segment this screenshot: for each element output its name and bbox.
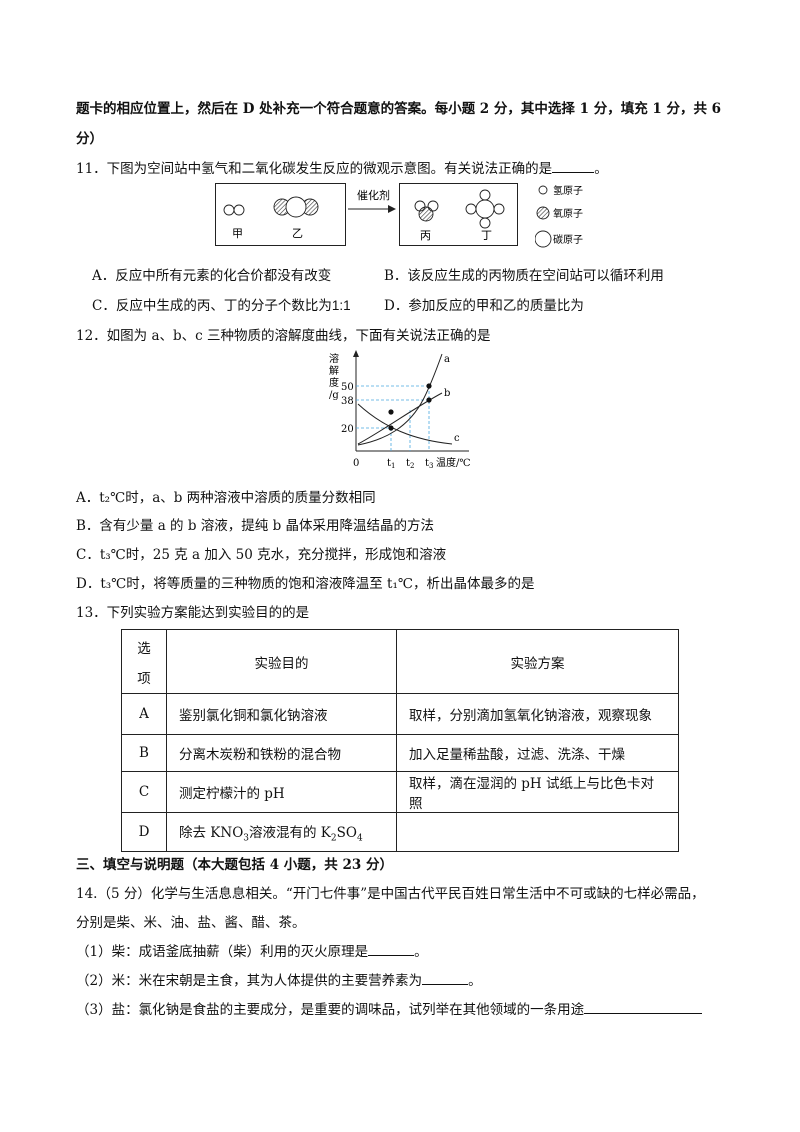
- curve-c-label: c: [454, 433, 460, 444]
- y-axis-arrow-icon: [353, 350, 359, 357]
- q11-legend: 氢原子 氧原子 碳原子: [535, 182, 625, 252]
- header-plan: 实验方案: [396, 629, 679, 694]
- table-header-row: 选 项 实验目的 实验方案: [121, 629, 679, 694]
- row-d-plan-answer-cell[interactable]: [396, 812, 679, 852]
- curve-b-label: b: [444, 388, 450, 399]
- legend-hydrogen-label: 氢原子: [553, 184, 583, 197]
- q14-sub-3: （3）盐：氯化钠是食盐的主要成分，是重要的调味品，试列举在其他领域的一条用途: [76, 998, 703, 1018]
- row-b-purpose: 分离木炭粉和铁粉的混合物: [166, 734, 397, 772]
- row-c-option: C: [121, 771, 167, 813]
- water-molecule: [414, 200, 439, 222]
- q12-option-c[interactable]: C．t₃℃时，25 克 a 加入 50 克水，充分搅拌，形成饱和溶液: [76, 547, 447, 563]
- curve-b: [357, 392, 443, 445]
- intro-line-1: 题卡的相应位置上，然后在 D 处补充一个符合题意的答案。每小题 2 分，其中选择…: [76, 101, 722, 117]
- q12-option-a[interactable]: A．t₂℃时，a、b 两种溶液中溶质的质量分数相同: [76, 490, 376, 506]
- y-tick-50: 50: [341, 382, 354, 393]
- q11-reaction-diagram: 甲 乙 催化剂 丙 丁: [215, 183, 518, 246]
- intersection-point-t1: [388, 425, 394, 431]
- intersection-point-ab: [388, 409, 394, 415]
- y-axis-label-2: 解: [329, 364, 339, 377]
- q11-option-c[interactable]: C．反应中生成的丙、丁的分子个数比为1:1: [92, 294, 351, 314]
- q12-option-b[interactable]: B．含有少量 a 的 b 溶液，提纯 b 晶体采用降温结晶的方法: [76, 518, 434, 534]
- q11-option-b[interactable]: B．该反应生成的丙物质在空间站可以循环利用: [384, 268, 664, 284]
- q11-option-c-text: C．反应中生成的丙、丁的分子个数比为: [92, 298, 332, 314]
- curve-c: [357, 403, 453, 445]
- row-a-option: A: [121, 693, 167, 735]
- table-row: C 测定柠檬汁的 pH 取样，滴在湿润的 pH 试纸上与比色卡对照: [121, 771, 679, 813]
- reactant-a-label: 甲: [232, 227, 243, 240]
- catalyst-label: 催化剂: [357, 188, 390, 202]
- q14-stem-1: 14.（5 分）化学与生活息息相关。“开门七件事”是中国古代平民百姓日常生活中不…: [76, 886, 705, 902]
- arrow-head-icon: [388, 205, 396, 213]
- row-a-purpose: 鉴别氯化铜和氯化钠溶液: [166, 693, 397, 735]
- table-row: A 鉴别氯化铜和氯化钠溶液 取样，分别滴加氢氧化钠溶液，观察现象: [121, 693, 679, 735]
- header-purpose: 实验目的: [166, 629, 397, 694]
- product-c-label: 丙: [420, 229, 431, 242]
- hydrogen-atom-icon: [538, 185, 548, 195]
- legend-carbon-label: 碳原子: [553, 233, 583, 246]
- table-row: D 除去 KNO3溶液混有的 K2SO4: [121, 812, 679, 852]
- table-row: B 分离木炭粉和铁粉的混合物 加入足量稀盐酸，过滤、洗涤、干燥: [121, 734, 679, 772]
- experiment-table: 选 项 实验目的 实验方案 A 鉴别氯化铜和氯化钠溶液 取样，分别滴加氢氧化钠溶…: [121, 629, 679, 852]
- section-3-title: 三、填空与说明题（本大题包括 4 小题，共 23 分）: [76, 857, 393, 873]
- y-axis-label-3: 度: [329, 376, 339, 389]
- q11-stem-end: 。: [594, 161, 608, 177]
- row-d-purpose: 除去 KNO3溶液混有的 K2SO4: [166, 812, 397, 852]
- y-axis-label-1: 溶: [329, 352, 339, 365]
- carbon-atom-icon: [535, 230, 552, 248]
- x-tick-t3: t3: [425, 458, 434, 470]
- curve-a-label: a: [444, 354, 450, 365]
- oxygen-atom-icon: [536, 206, 550, 220]
- q14-stem-2: 分别是柴、米、油、盐、酱、醋、茶。: [76, 915, 306, 931]
- row-a-plan: 取样，分别滴加氢氧化钠溶液，观察现象: [396, 693, 679, 735]
- q14-sub-1: （1）柴：成语釜底抽薪（柴）利用的灭火原理是。: [76, 940, 428, 960]
- y-axis-label-4: /g: [329, 390, 339, 401]
- q14-sub-2: （2）米：米在宋朝是主食，其为人体提供的主要营养素为。: [76, 969, 482, 989]
- point-b-t3: [426, 397, 432, 403]
- reactant-b-label: 乙: [292, 227, 303, 240]
- q11-answer-blank[interactable]: [552, 158, 595, 173]
- solubility-graph: 溶 解 度 /g 50 38 20 0 t1 t2 t3 温度/℃ a b c: [329, 350, 471, 470]
- q14-2-answer-blank[interactable]: [422, 970, 469, 985]
- hydrogen-molecule: [223, 204, 245, 216]
- q12-option-d[interactable]: D．t₃℃时，将等质量的三种物质的饱和溶液降温至 t₁℃，析出晶体最多的是: [76, 576, 535, 592]
- row-c-purpose: 测定柠檬汁的 pH: [166, 771, 397, 813]
- x-axis-label: 温度/℃: [436, 456, 471, 469]
- legend-oxygen-label: 氧原子: [553, 207, 583, 220]
- curve-a: [357, 353, 443, 446]
- q11-option-a[interactable]: A．反应中所有元素的化合价都没有改变: [92, 268, 332, 284]
- row-b-plan: 加入足量稀盐酸，过滤、洗涤、干燥: [396, 734, 679, 772]
- origin-label: 0: [353, 458, 359, 469]
- row-b-option: B: [121, 734, 167, 772]
- x-tick-t1: t1: [387, 458, 396, 470]
- q11-option-d[interactable]: D．参加反应的甲和乙的质量比为: [384, 298, 584, 314]
- carbon-dioxide-molecule: [273, 196, 319, 218]
- point-a-t3: [426, 383, 432, 389]
- q11-stem-text: 11．下图为空间站中氢气和二氧化碳发生反应的微观示意图。有关说法正确的是: [76, 161, 553, 177]
- y-tick-20: 20: [341, 424, 354, 435]
- q11-option-c-ratio: 1:1: [331, 298, 351, 313]
- header-option: 选 项: [121, 629, 167, 694]
- q11-stem: 11．下图为空间站中氢气和二氧化碳发生反应的微观示意图。有关说法正确的是 。: [76, 157, 608, 177]
- x-tick-t2: t2: [406, 458, 415, 470]
- y-tick-38: 38: [341, 396, 354, 407]
- row-c-plan: 取样，滴在湿润的 pH 试纸上与比色卡对照: [396, 771, 679, 813]
- row-d-option: D: [121, 812, 167, 852]
- methane-molecule: [465, 189, 505, 229]
- product-d-label: 丁: [481, 229, 492, 242]
- q14-3-answer-blank[interactable]: [584, 999, 703, 1014]
- q13-stem: 13．下列实验方案能达到实验目的的是: [76, 605, 310, 621]
- q14-1-answer-blank[interactable]: [368, 941, 415, 956]
- q12-stem: 12．如图为 a、b、c 三种物质的溶解度曲线，下面有关说法正确的是: [76, 328, 491, 344]
- intro-line-2: 分）: [76, 131, 103, 147]
